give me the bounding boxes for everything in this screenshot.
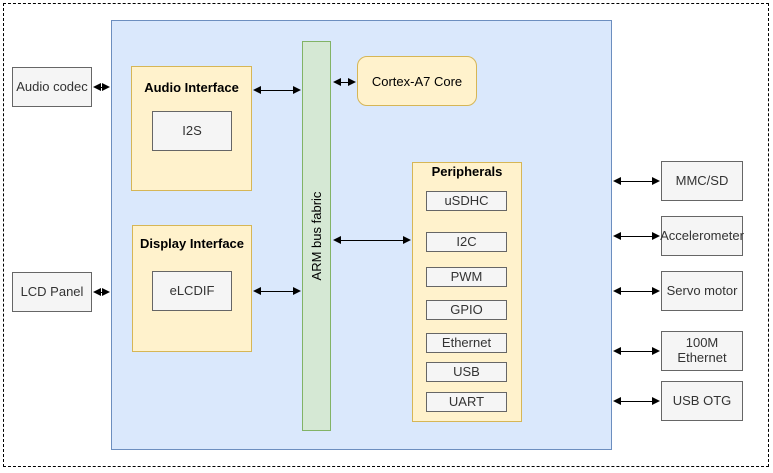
audio-codec-label: Audio codec [16, 78, 88, 94]
arrowhead-left-icon [93, 288, 101, 296]
usb-box: USB [426, 362, 507, 382]
peripherals-title: Peripherals [431, 164, 503, 179]
arrowhead-right-icon [652, 232, 660, 240]
arrow-line [341, 81, 348, 83]
servo-motor-box: Servo motor [661, 271, 743, 311]
arrowhead-right-icon [403, 236, 411, 244]
arrowhead-right-icon [652, 177, 660, 185]
pwm-box: PWM [426, 267, 507, 287]
arrow-line [621, 235, 652, 237]
usb-label: USB [453, 363, 480, 379]
i2s-label: I2S [182, 122, 202, 138]
arrow-soc-mmc-sd [613, 176, 660, 186]
elcdif-box: eLCDIF [152, 271, 232, 311]
arrow-soc-accelerometer [613, 231, 660, 241]
arrowhead-right-icon [102, 83, 110, 91]
uart-box: UART [426, 392, 507, 412]
audio-interface-title: Audio Interface [144, 80, 239, 95]
arrow-line [621, 350, 652, 352]
arrowhead-left-icon [93, 83, 101, 91]
lcd-panel-box: LCD Panel [12, 272, 92, 312]
arrow-soc-100m-ethernet [613, 346, 660, 356]
uart-label: UART [448, 393, 485, 409]
arrow-line [101, 291, 102, 293]
arrowhead-left-icon [253, 287, 261, 295]
accelerometer-box: Accelerometer [660, 216, 744, 256]
accelerometer-label: Accelerometer [660, 227, 744, 243]
arrow-line [101, 86, 102, 88]
arrowhead-right-icon [102, 288, 110, 296]
servo-motor-label: Servo motor [666, 282, 738, 298]
usdhc-box: uSDHC [426, 191, 507, 211]
ethernet-label: Ethernet [441, 334, 492, 350]
arm-bus-fabric-bar [302, 41, 331, 431]
lcd-panel-label: LCD Panel [20, 283, 84, 299]
arrow-audio-codec-soc [93, 82, 110, 92]
arrowhead-right-icon [293, 287, 301, 295]
usdhc-label: uSDHC [444, 192, 489, 208]
usb-otg-box: USB OTG [661, 381, 743, 421]
usb-otg-label: USB OTG [672, 392, 732, 408]
arrowhead-left-icon [333, 78, 341, 86]
audio-codec-box: Audio codec [12, 67, 92, 107]
arrow-line [621, 290, 652, 292]
gpio-label: GPIO [450, 301, 483, 317]
arrowhead-right-icon [652, 287, 660, 295]
arrowhead-left-icon [613, 287, 621, 295]
100m-ethernet-label: 100M Ethernet [677, 335, 727, 365]
arrow-line [621, 180, 652, 182]
display-interface-title: Display Interface [139, 236, 245, 251]
arm-bus-fabric-label: ARM bus fabric [309, 191, 324, 281]
100m-ethernet-box: 100M Ethernet [661, 331, 743, 371]
arrowhead-right-icon [293, 86, 301, 94]
arrow-display-interface-bus [253, 286, 301, 296]
arrow-bus-cortex [333, 77, 356, 87]
arrow-bus-peripherals [333, 235, 411, 245]
arrow-line [261, 290, 293, 292]
i2c-box: I2C [426, 232, 507, 252]
arrow-audio-interface-bus [253, 85, 301, 95]
i2c-label: I2C [456, 233, 477, 249]
arrowhead-right-icon [348, 78, 356, 86]
arrow-line [261, 89, 293, 91]
pwm-label: PWM [450, 268, 483, 284]
arrowhead-right-icon [652, 397, 660, 405]
arrowhead-left-icon [253, 86, 261, 94]
arrowhead-left-icon [333, 236, 341, 244]
cortex-a7-core-label: Cortex-A7 Core [371, 73, 463, 89]
outer-dashed-frame [3, 3, 769, 467]
arrowhead-left-icon [613, 397, 621, 405]
arrowhead-left-icon [613, 177, 621, 185]
arrowhead-right-icon [652, 347, 660, 355]
arrowhead-left-icon [613, 347, 621, 355]
arrow-line [621, 400, 652, 402]
arrow-line [341, 239, 403, 241]
arrow-soc-usb-otg [613, 396, 660, 406]
mmc-sd-box: MMC/SD [661, 161, 743, 201]
cortex-a7-core-box: Cortex-A7 Core [357, 56, 477, 106]
arrowhead-left-icon [613, 232, 621, 240]
mmc-sd-label: MMC/SD [675, 172, 729, 188]
arrow-soc-servo-motor [613, 286, 660, 296]
arrow-lcd-panel-soc [93, 287, 110, 297]
ethernet-box: Ethernet [426, 333, 507, 353]
i2s-box: I2S [152, 111, 232, 151]
gpio-box: GPIO [426, 300, 507, 320]
elcdif-label: eLCDIF [169, 282, 215, 298]
